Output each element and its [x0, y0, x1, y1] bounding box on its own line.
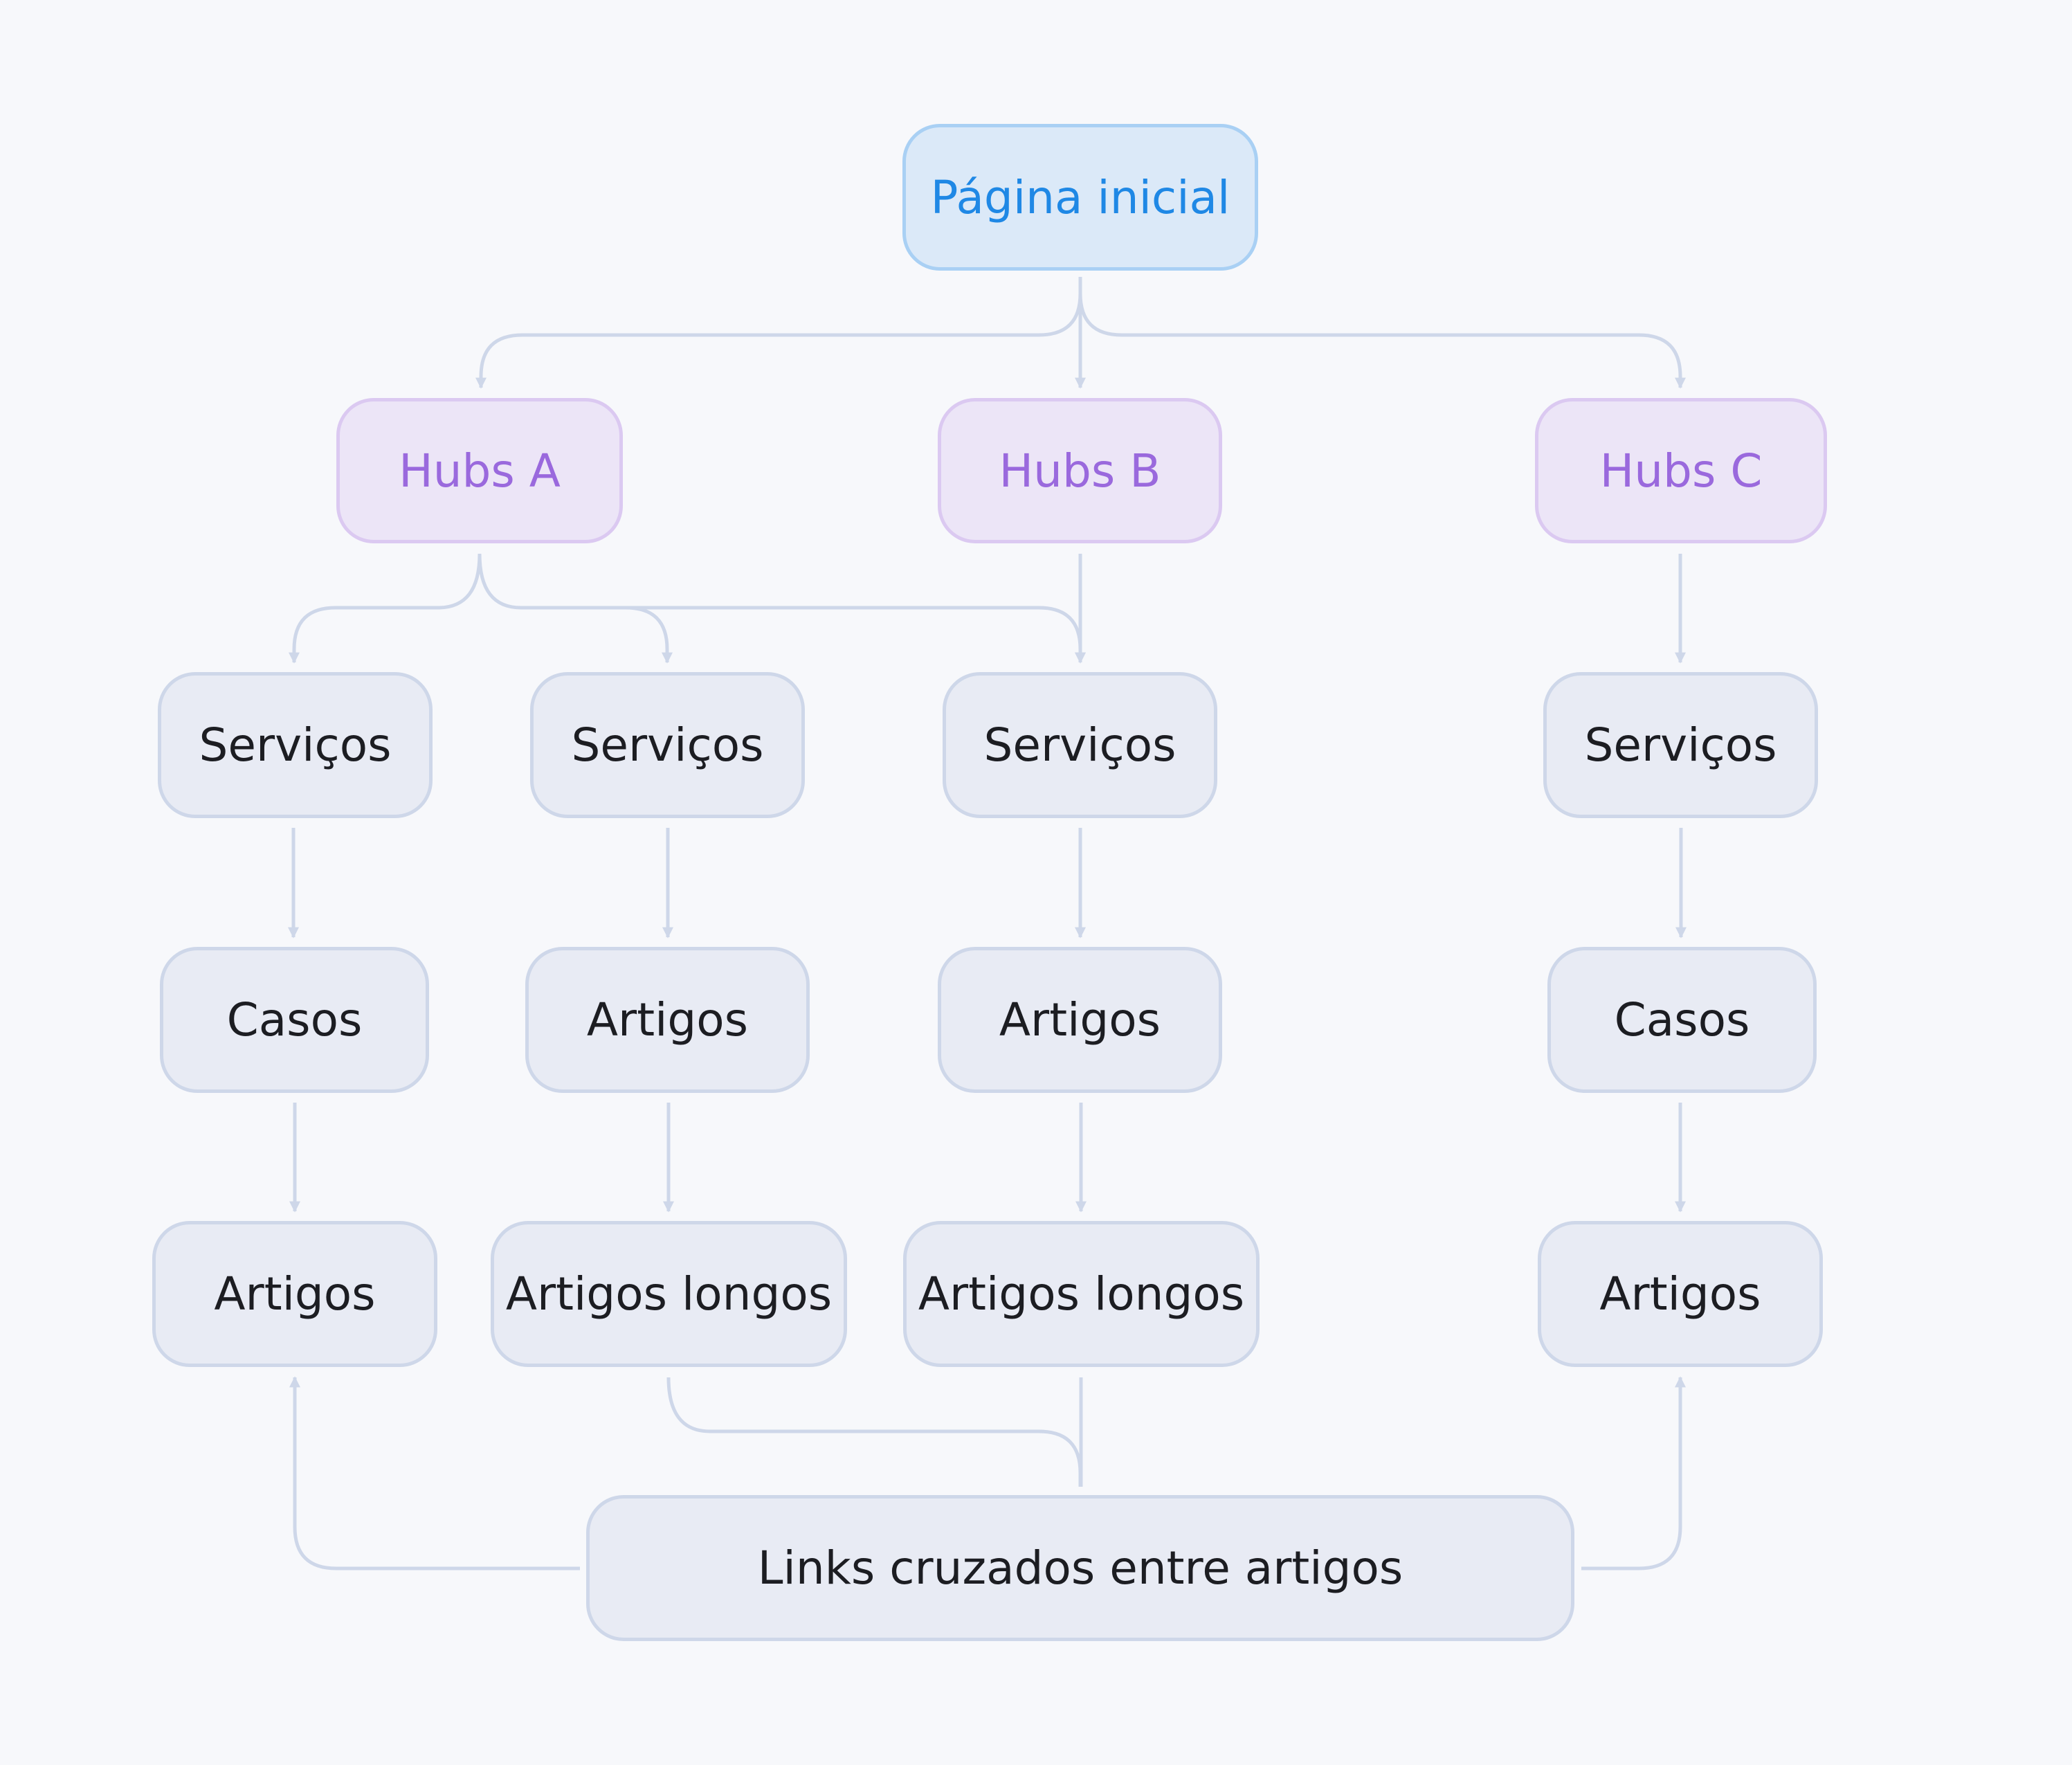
edge-hub-a-services-2: [478, 553, 673, 664]
node-hubs-a: Hubs A: [336, 398, 623, 543]
node-links-cruzados: Links cruzados entre artigos: [586, 1495, 1574, 1641]
edge-crosslinks-l3-4: [1581, 1376, 1687, 1571]
node-hubs-b: Hubs B: [938, 398, 1222, 543]
edge-crosslinks-l3-1: [289, 1376, 580, 1571]
node-label: Artigos: [214, 1267, 376, 1321]
node-label: Artigos longos: [918, 1267, 1245, 1321]
node-servicos-2: Serviços: [530, 672, 805, 818]
node-label: Artigos: [999, 993, 1161, 1047]
node-hubs-c: Hubs C: [1535, 398, 1827, 543]
node-artigos-2: Artigos: [525, 947, 810, 1093]
node-label: Casos: [226, 993, 363, 1047]
node-servicos-1: Serviços: [158, 672, 433, 818]
edge-l3-2-crosslinks: [666, 1377, 1082, 1487]
node-label: Serviços: [199, 718, 392, 772]
node-label: Hubs B: [999, 444, 1161, 498]
node-label: Hubs A: [399, 444, 561, 498]
node-label: Artigos: [1599, 1267, 1761, 1321]
node-label: Hubs C: [1599, 444, 1763, 498]
node-artigos-longos-3: Artigos longos: [903, 1221, 1260, 1367]
node-label: Artigos: [586, 993, 749, 1047]
node-label: Artigos longos: [505, 1267, 833, 1321]
node-servicos-3: Serviços: [943, 672, 1217, 818]
edge-hub-a-services-3: [626, 606, 1087, 664]
node-artigos-longos-2: Artigos longos: [491, 1221, 847, 1367]
edge-root-hub-a: [475, 277, 1082, 389]
node-label: Links cruzados entre artigos: [757, 1541, 1403, 1595]
node-artigos-3: Artigos: [938, 947, 1222, 1093]
node-artigos-level3-1: Artigos: [152, 1221, 437, 1367]
node-casos-1: Casos: [160, 947, 429, 1093]
node-label: Serviços: [983, 718, 1176, 772]
node-servicos-4: Serviços: [1543, 672, 1818, 818]
edge-root-hub-c: [1078, 293, 1687, 389]
node-label: Serviços: [1584, 718, 1777, 772]
node-casos-4: Casos: [1547, 947, 1817, 1093]
node-label: Casos: [1614, 993, 1750, 1047]
node-pagina-inicial: Página inicial: [902, 124, 1258, 271]
edge-hub-a-services-1: [288, 553, 482, 664]
node-label: Serviços: [571, 718, 764, 772]
node-artigos-level3-4: Artigos: [1538, 1221, 1823, 1367]
node-label: Página inicial: [930, 170, 1230, 224]
